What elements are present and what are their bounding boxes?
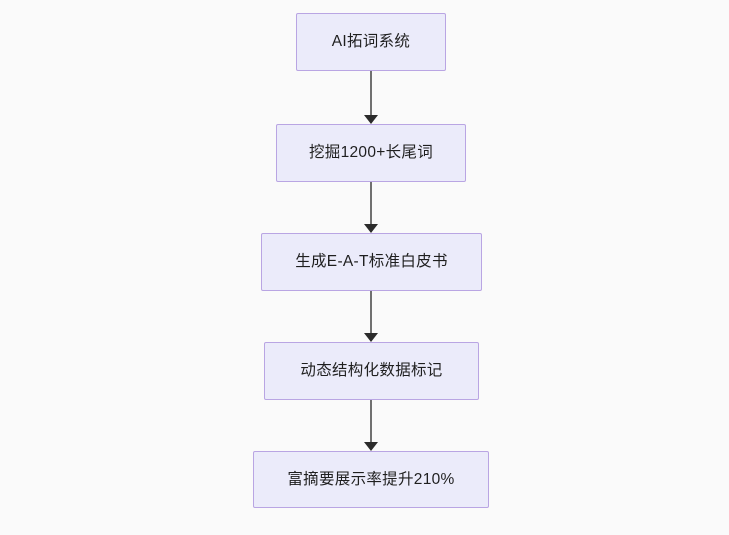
flowchart-node-rich-snippet-impression-lift[interactable]: 富摘要展示率提升210% xyxy=(253,451,489,508)
flowchart-node-generate-eat-whitepaper[interactable]: 生成E-A-T标准白皮书 xyxy=(261,233,482,291)
flowchart-node-dynamic-structured-data-markup[interactable]: 动态结构化数据标记 xyxy=(264,342,479,400)
flowchart-node-label: 挖掘1200+长尾词 xyxy=(308,144,434,162)
arrow-down-icon xyxy=(364,442,378,451)
flowchart-edge-n3-n4 xyxy=(363,400,379,451)
flowchart-edge-n1-n2 xyxy=(363,182,379,233)
arrow-down-icon xyxy=(364,333,378,342)
edge-line xyxy=(370,182,373,225)
flowchart-node-label: AI拓词系统 xyxy=(331,33,411,51)
arrow-down-icon xyxy=(364,115,378,124)
edge-line xyxy=(370,291,373,334)
edge-line xyxy=(370,400,373,443)
flowchart-node-label: 生成E-A-T标准白皮书 xyxy=(295,253,448,271)
edge-line xyxy=(370,71,373,116)
flowchart-node-label: 动态结构化数据标记 xyxy=(300,362,443,380)
flowchart-edge-n0-n1 xyxy=(363,71,379,124)
flowchart-node-label: 富摘要展示率提升210% xyxy=(287,470,455,488)
flowchart-node-ai-keyword-system[interactable]: AI拓词系统 xyxy=(296,13,446,71)
flowchart-node-mine-longtail-keywords[interactable]: 挖掘1200+长尾词 xyxy=(276,124,466,182)
arrow-down-icon xyxy=(364,224,378,233)
flowchart-edge-n2-n3 xyxy=(363,291,379,342)
